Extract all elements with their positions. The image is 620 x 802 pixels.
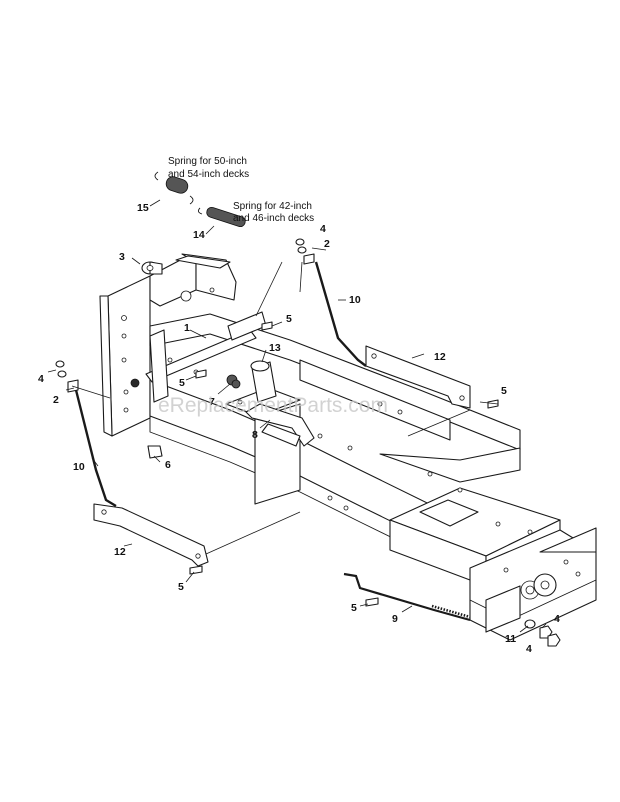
callout-12-right: 12 (434, 351, 446, 363)
bolt-fasteners (189, 321, 499, 607)
small-spring (226, 374, 241, 389)
callout-11: 11 (505, 633, 516, 645)
callout-4-bottom: 4 (526, 643, 532, 655)
callout-9: 9 (392, 613, 398, 625)
clip (147, 445, 163, 459)
callout-15: 15 (137, 202, 149, 214)
callout-10-right: 10 (349, 294, 361, 306)
callout-2-top: 2 (324, 238, 330, 250)
trunnion-left (55, 360, 79, 393)
callout-12-left: 12 (114, 546, 126, 558)
callout-5-mid: 5 (179, 377, 185, 389)
callout-labels: 15 14 3 1 13 5 5 7 8 6 4 2 10 12 5 4 2 1… (38, 202, 560, 655)
callout-5-upper: 5 (286, 313, 292, 325)
callout-14: 14 (193, 229, 205, 241)
callout-10-left: 10 (73, 461, 85, 473)
rear-rod (343, 572, 471, 622)
trunnion-top-right (295, 238, 315, 265)
spring-large (154, 171, 194, 205)
callout-2-left: 2 (53, 394, 59, 406)
note-small-spring-line2: and 46-inch decks (233, 213, 314, 224)
lift-link-right (314, 261, 367, 367)
note-large-spring-line2: and 54-inch decks (168, 169, 249, 180)
callout-1: 1 (184, 322, 190, 334)
callout-5-lower-left: 5 (178, 581, 184, 593)
callout-5-lower: 5 (351, 602, 357, 614)
callout-4-lower-right: 4 (554, 613, 560, 625)
spring-notes: Spring for 50-inch and 54-inch decks Spr… (168, 156, 314, 224)
spring-small (197, 206, 246, 228)
frame-assembly (99, 253, 597, 641)
note-small-spring-line1: Spring for 42-inch (233, 201, 312, 212)
callout-7: 7 (209, 396, 215, 408)
callout-3: 3 (119, 251, 125, 263)
note-large-spring-line1: Spring for 50-inch (168, 156, 247, 167)
hanger-bracket-left (93, 503, 209, 567)
leader-lines (47, 199, 547, 633)
rear-gear (533, 573, 557, 597)
watermark: eReplacementParts.com (158, 394, 388, 417)
callout-4-top: 4 (320, 223, 326, 235)
callout-4-left: 4 (38, 373, 44, 385)
lift-handle-bracket (245, 360, 315, 447)
lift-link-left (74, 389, 117, 508)
callout-13: 13 (269, 342, 281, 354)
hanger-bracket-right (365, 345, 471, 409)
bushing (141, 261, 163, 275)
callout-5-right: 5 (501, 385, 507, 397)
callout-6: 6 (165, 459, 171, 471)
callout-8: 8 (252, 429, 258, 441)
frame-holes (121, 287, 581, 577)
